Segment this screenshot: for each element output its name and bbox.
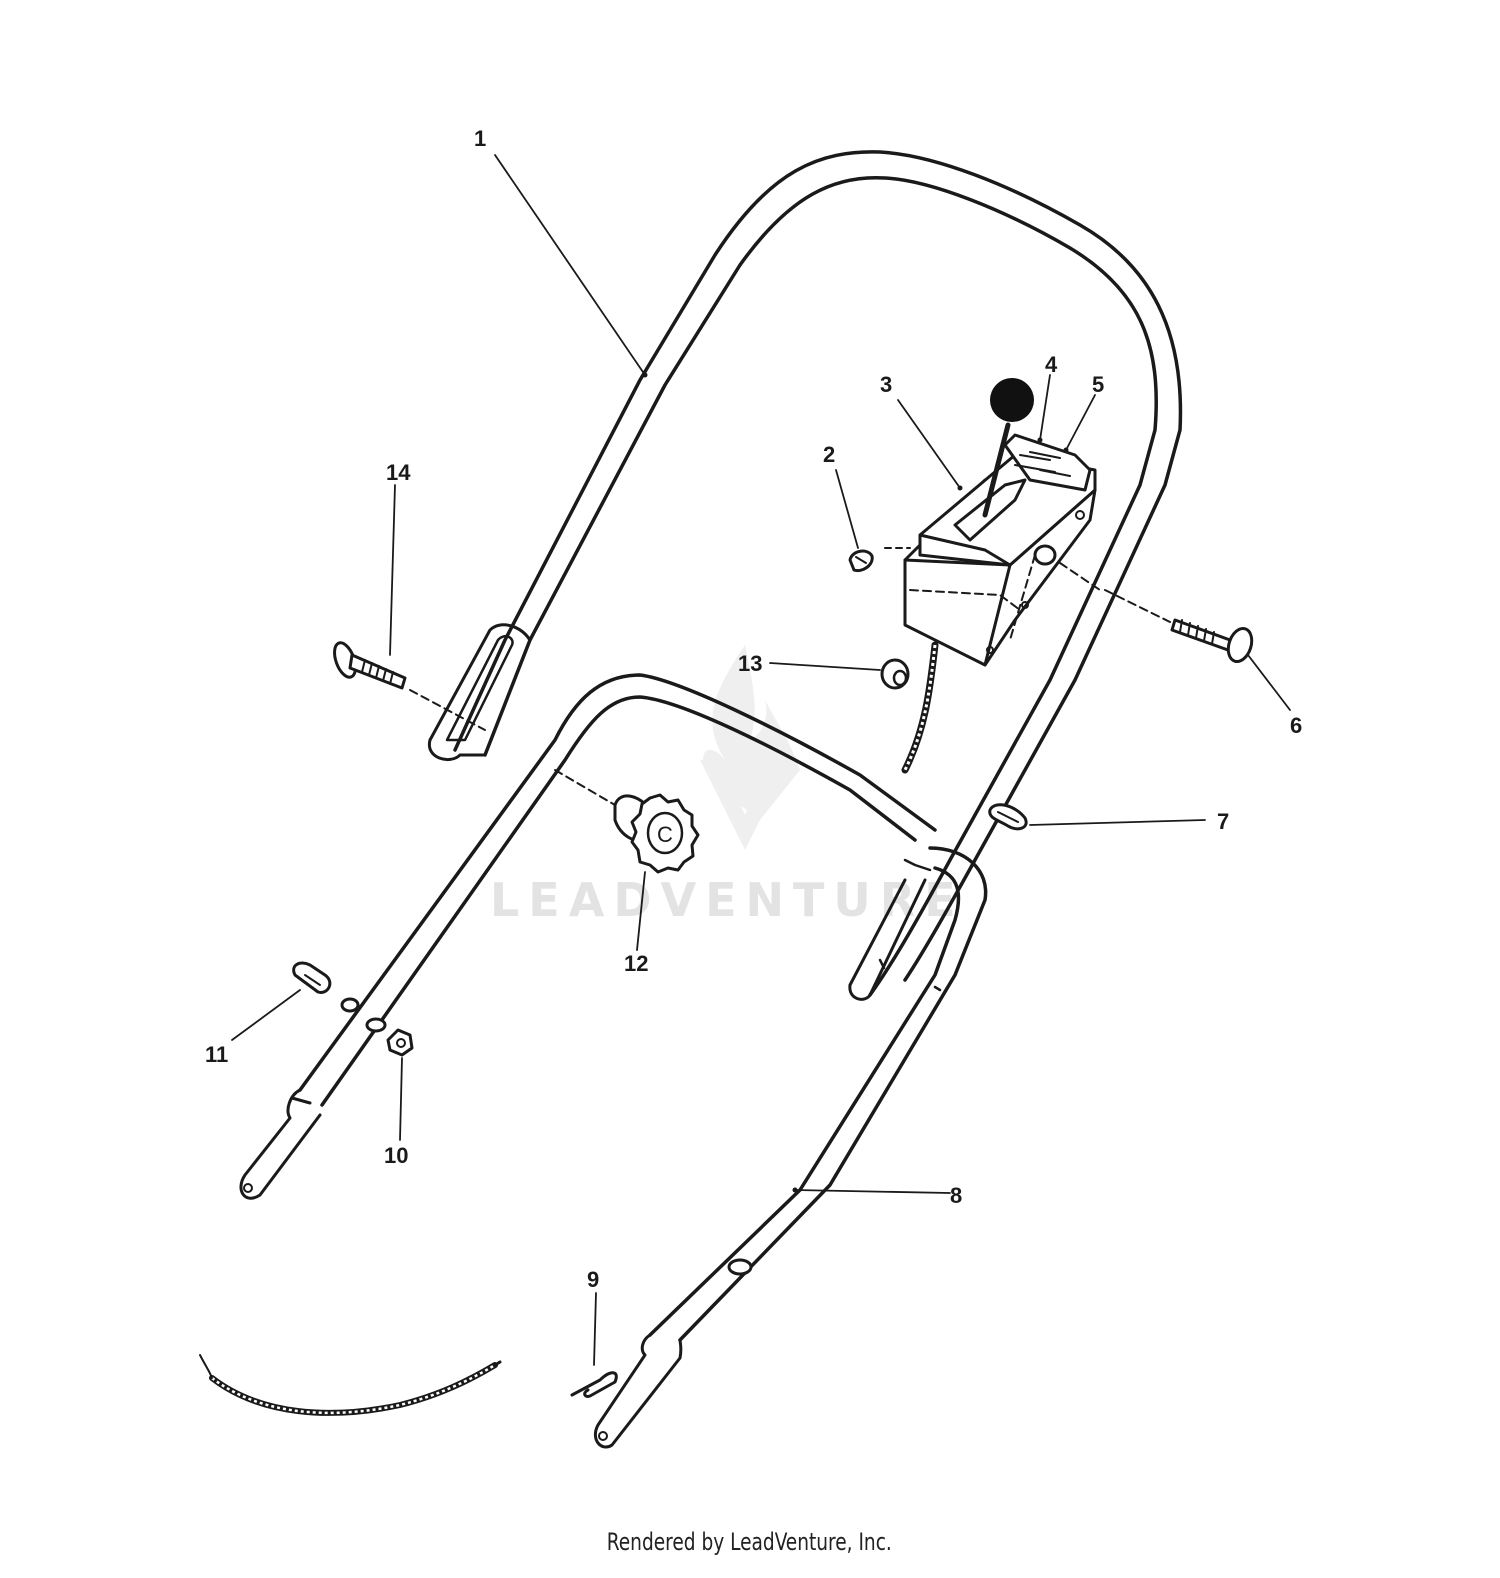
bolt-part-6 xyxy=(1104,589,1254,664)
callout-11: 11 xyxy=(205,1042,228,1067)
clip-part-7 xyxy=(988,803,1028,831)
upper-handle xyxy=(427,150,1183,1001)
callouts: 1 2 3 4 5 6 7 8 9 10 11 12 13 14 xyxy=(205,126,1302,1292)
handle-hole xyxy=(365,1017,387,1033)
throttle-cable xyxy=(199,1354,502,1416)
callout-3: 3 xyxy=(880,372,892,397)
callout-6: 6 xyxy=(1290,713,1302,738)
washer-part-11 xyxy=(292,961,360,1013)
callout-5: 5 xyxy=(1092,372,1104,397)
callout-2: 2 xyxy=(823,442,835,467)
control-cable xyxy=(901,641,939,774)
knob-part-12: C xyxy=(554,769,700,874)
handle-hole xyxy=(727,1258,753,1276)
footer-credit: Rendered by LeadVenture, Inc. xyxy=(606,1528,892,1556)
callout-4: 4 xyxy=(1045,352,1058,377)
nut-part-13 xyxy=(880,658,910,690)
callout-13: 13 xyxy=(738,651,762,676)
leader-lines xyxy=(231,154,1291,1366)
bolt-part-14 xyxy=(333,641,486,731)
callout-12: 12 xyxy=(624,951,648,976)
knob-letter: C xyxy=(657,822,673,847)
callout-1: 1 xyxy=(474,126,486,151)
watermark-text: LEADVENTURE xyxy=(490,873,965,927)
callout-10: 10 xyxy=(384,1143,408,1168)
clip-part-9 xyxy=(570,1371,618,1398)
callout-7: 7 xyxy=(1217,809,1229,834)
nut-part-10 xyxy=(386,1028,414,1057)
watermark-logo xyxy=(700,645,800,850)
callout-9: 9 xyxy=(587,1267,599,1292)
callout-14: 14 xyxy=(386,460,411,485)
callout-8: 8 xyxy=(950,1183,962,1208)
control-box xyxy=(884,378,1101,667)
screw-part-2 xyxy=(848,549,874,573)
lower-handle xyxy=(239,673,988,1449)
